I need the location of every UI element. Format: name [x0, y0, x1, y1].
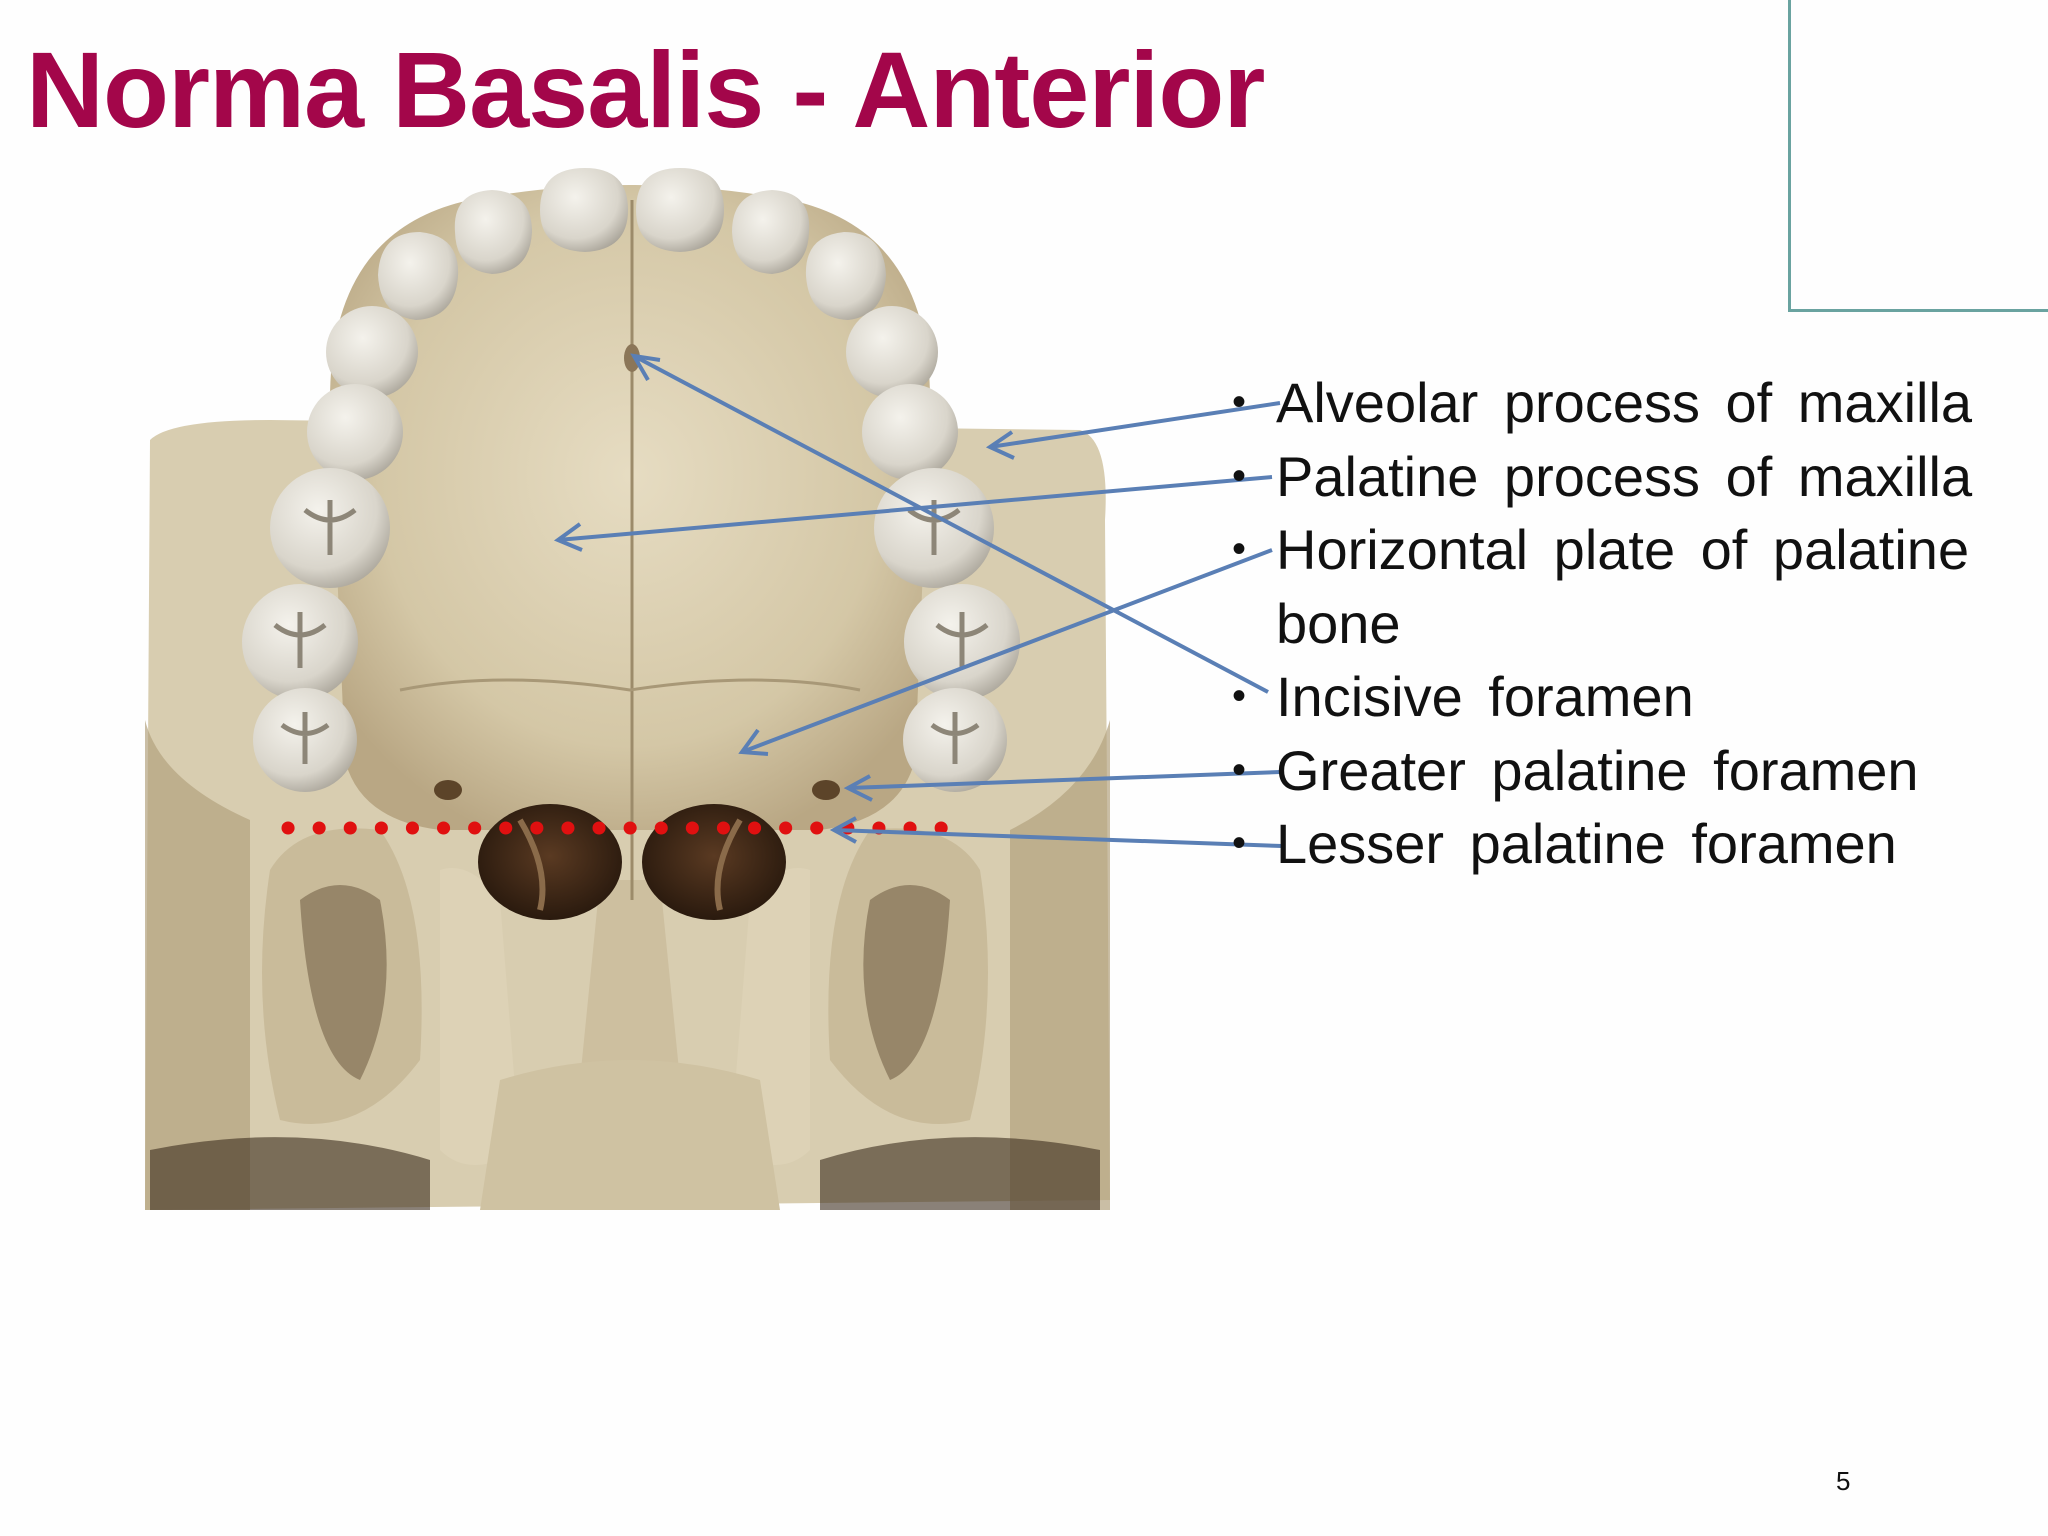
label-list: • Alveolar process of maxilla • Palatine p… — [1222, 366, 2022, 881]
label-text: Alveolar process of maxilla — [1276, 371, 1973, 434]
corner-decoration — [1788, 0, 2048, 312]
hard-palate — [330, 185, 930, 920]
bullet: • — [1232, 527, 1247, 571]
label-horizontal-plate: • Horizontal plate of palatine bone — [1222, 513, 2022, 660]
label-text: Greater palatine foramen — [1276, 738, 1919, 802]
bullet: • — [1232, 674, 1247, 718]
label-palatine-process: • Palatine process of maxilla — [1222, 440, 2022, 514]
label-text: Lesser palatine foramen — [1276, 812, 1897, 875]
label-greater-palatine-foramen: • Greater palatine foramen — [1222, 734, 2022, 808]
page-number: 5 — [1836, 1466, 1851, 1496]
leader-arrows — [553, 353, 1283, 848]
label-text: Horizontal plate of palatine bone — [1276, 518, 1970, 655]
arrow-palatine-process — [553, 475, 1273, 552]
bullet: • — [1232, 453, 1247, 498]
label-alveolar-process: • Alveolar process of maxilla — [1222, 366, 2022, 440]
arrow-horizontal-plate — [738, 548, 1273, 756]
upper-dental-arch — [242, 168, 1020, 792]
slide-title: Norma Basalis - Anterior — [26, 29, 1265, 150]
label-incisive-foramen: • Incisive foramen — [1222, 660, 2022, 734]
label-text: Incisive foramen — [1276, 665, 1694, 728]
bullet: • — [1232, 821, 1247, 865]
arrow-lesser-palatine-foramen — [829, 816, 1283, 848]
arrow-alveolar-process — [985, 401, 1281, 460]
arrow-incisive-foramen — [630, 353, 1269, 694]
label-lesser-palatine-foramen: • Lesser palatine foramen — [1222, 807, 2022, 881]
bullet: • — [1232, 747, 1247, 792]
label-text: Palatine process of maxilla — [1276, 444, 1973, 508]
bullet: • — [1232, 380, 1247, 424]
arrow-greater-palatine-foramen — [843, 770, 1281, 802]
